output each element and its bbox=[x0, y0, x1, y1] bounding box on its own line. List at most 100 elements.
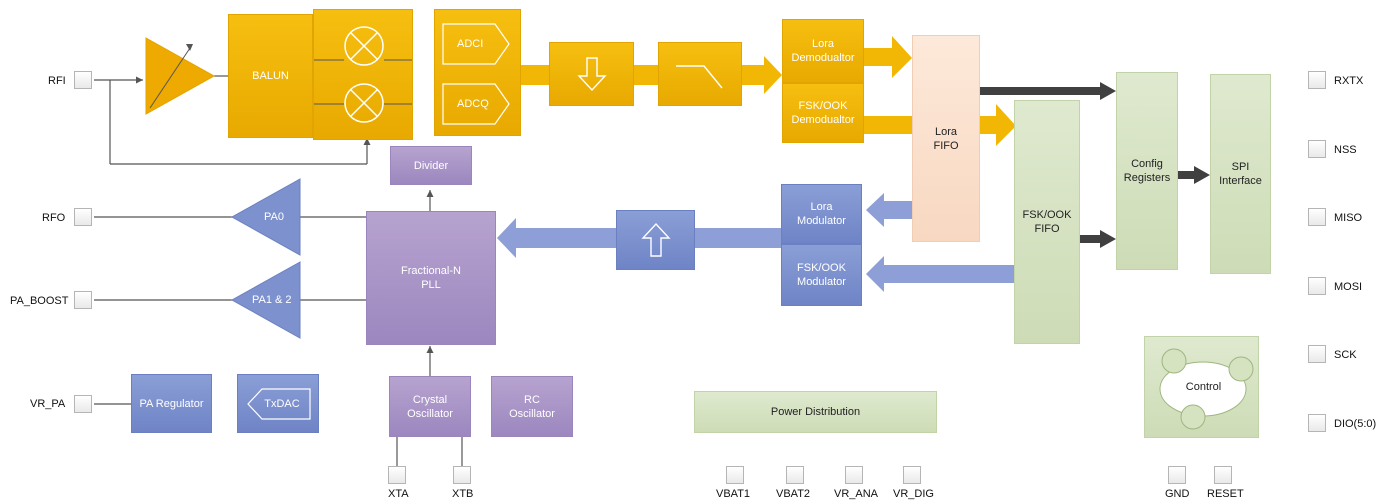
vbat2-pin bbox=[786, 466, 804, 484]
crystal-oscillator-block: Crystal Oscillator bbox=[389, 376, 471, 437]
mosi-pin-label: MOSI bbox=[1334, 281, 1363, 293]
pa0-label: PA0 bbox=[264, 211, 284, 223]
rc-oscillator-label: RC Oscillator bbox=[509, 393, 555, 420]
fsk-demodulator-label: FSK/OOK Demodualtor bbox=[791, 100, 855, 126]
txdac-block: TxDAC bbox=[237, 374, 319, 433]
pa12-amplifier bbox=[230, 261, 301, 339]
lora-fifo-label: Lora FIFO bbox=[933, 125, 959, 152]
rfi-pin-label: RFI bbox=[48, 75, 66, 87]
rfo-pin bbox=[74, 208, 92, 226]
filter-to-demod-arrow bbox=[742, 56, 782, 94]
rfo-pin-label: RFO bbox=[42, 212, 66, 224]
fractional-n-pll-block: Fractional-N PLL bbox=[366, 211, 496, 345]
control-node-icon bbox=[1161, 348, 1187, 374]
nss-pin bbox=[1308, 140, 1326, 158]
gnd-pin-label: GND bbox=[1165, 488, 1190, 500]
lowpass-icon bbox=[676, 65, 723, 89]
spi-interface-block: SPI Interface bbox=[1210, 74, 1271, 274]
lora-demodulator-block: Lora Demodualtor bbox=[782, 19, 864, 83]
control-label: Control bbox=[1185, 381, 1222, 393]
xta-pin-label: XTA bbox=[388, 488, 409, 500]
reset-pin bbox=[1214, 466, 1232, 484]
gnd-pin bbox=[1168, 466, 1186, 484]
balun-label: BALUN bbox=[252, 70, 289, 82]
reset-pin-label: RESET bbox=[1207, 488, 1244, 500]
config-to-spi-arrow bbox=[1178, 166, 1210, 184]
pa-boost-pin bbox=[74, 291, 92, 309]
vbat1-pin bbox=[726, 466, 744, 484]
lna-amplifier bbox=[145, 37, 216, 115]
xtb-pin-label: XTB bbox=[452, 488, 474, 500]
interpolator-block bbox=[616, 210, 695, 270]
down-arrow-icon bbox=[576, 57, 607, 92]
miso-pin-label: MISO bbox=[1334, 212, 1363, 224]
lora-fifo-to-config-arrow bbox=[980, 82, 1116, 100]
mixer-symbols bbox=[314, 26, 412, 123]
control-block: Control bbox=[1144, 336, 1259, 438]
mosi-pin bbox=[1308, 277, 1326, 295]
vr-pa-pin-label: VR_PA bbox=[30, 398, 66, 410]
vr-dig-pin bbox=[903, 466, 921, 484]
divider-block: Divider bbox=[390, 146, 472, 185]
sck-pin-label: SCK bbox=[1334, 349, 1357, 361]
xtb-pin bbox=[453, 466, 471, 484]
spi-interface-label: SPI Interface bbox=[1219, 161, 1262, 187]
vr-ana-pin-label: VR_ANA bbox=[834, 488, 879, 500]
sck-pin bbox=[1308, 345, 1326, 363]
txdac-shape bbox=[247, 388, 311, 420]
fsk-modulator-label: FSK/OOK Modulator bbox=[797, 262, 846, 288]
vr-pa-pin bbox=[74, 395, 92, 413]
lora-demodulator-label: Lora Demodualtor bbox=[791, 38, 855, 64]
rxtx-pin-label: RXTX bbox=[1334, 75, 1364, 87]
fsk-demodulator-block: FSK/OOK Demodualtor bbox=[782, 83, 864, 143]
crystal-oscillator-label: Crystal Oscillator bbox=[407, 393, 453, 420]
rxtx-pin bbox=[1308, 71, 1326, 89]
miso-pin bbox=[1308, 208, 1326, 226]
decimator-to-filter-band bbox=[634, 65, 658, 85]
config-registers-label: Config Registers bbox=[1123, 158, 1171, 184]
interp-to-pll-arrow bbox=[497, 218, 616, 258]
rc-oscillator-block: RC Oscillator bbox=[491, 376, 573, 437]
dio-pin-label: DIO(5:0) bbox=[1334, 418, 1377, 430]
vbat2-pin-label: VBAT2 bbox=[776, 488, 811, 500]
vr-dig-pin-label: VR_DIG bbox=[893, 488, 934, 500]
adcq-label: ADCQ bbox=[457, 98, 489, 110]
dio-pin bbox=[1308, 414, 1326, 432]
control-graphic bbox=[1159, 348, 1254, 430]
adci-label: ADCI bbox=[457, 38, 484, 50]
modulator-to-interp-band bbox=[695, 228, 781, 248]
control-node-icon bbox=[1180, 404, 1206, 430]
adc-shapes bbox=[442, 23, 510, 125]
fsk-fifo-block: FSK/OOK FIFO bbox=[1014, 100, 1080, 344]
lora-modulator-label: Lora Modulator bbox=[797, 201, 846, 227]
mixer-block bbox=[313, 9, 413, 140]
decimator-block bbox=[549, 42, 634, 106]
control-node-icon bbox=[1228, 356, 1254, 382]
fsk-fifo-to-config-arrow bbox=[1080, 230, 1116, 248]
up-arrow-icon bbox=[640, 222, 671, 257]
lna-gain-indicator bbox=[149, 47, 191, 109]
mixer-q-icon bbox=[344, 83, 384, 123]
lora-fifo-to-modulator-arrow bbox=[866, 193, 912, 227]
lowpass-filter-block bbox=[658, 42, 742, 106]
lora-demod-to-fifo-arrow bbox=[864, 36, 912, 78]
balun-block: BALUN bbox=[228, 14, 313, 138]
divider-label: Divider bbox=[413, 159, 449, 172]
mixer-i-icon bbox=[344, 26, 384, 66]
vr-ana-pin bbox=[845, 466, 863, 484]
fractional-n-pll-label: Fractional-N PLL bbox=[401, 265, 461, 291]
fsk-fifo-to-modulator-arrow bbox=[866, 256, 1014, 292]
txdac-label: TxDAC bbox=[264, 397, 300, 410]
pa-boost-pin-label: PA_BOOST bbox=[10, 295, 69, 307]
pa12-label: PA1 & 2 bbox=[252, 294, 292, 306]
vbat1-pin-label: VBAT1 bbox=[716, 488, 751, 500]
power-distribution-label: Power Distribution bbox=[770, 406, 861, 418]
fsk-fifo-label: FSK/OOK FIFO bbox=[1022, 209, 1072, 235]
fsk-modulator-block: FSK/OOK Modulator bbox=[781, 244, 862, 306]
power-distribution-block: Power Distribution bbox=[694, 391, 937, 433]
rfi-pin bbox=[74, 71, 92, 89]
adc-to-decimator-band bbox=[521, 65, 549, 85]
config-registers-block: Config Registers bbox=[1116, 72, 1178, 270]
lora-fifo-block: Lora FIFO bbox=[912, 35, 980, 242]
